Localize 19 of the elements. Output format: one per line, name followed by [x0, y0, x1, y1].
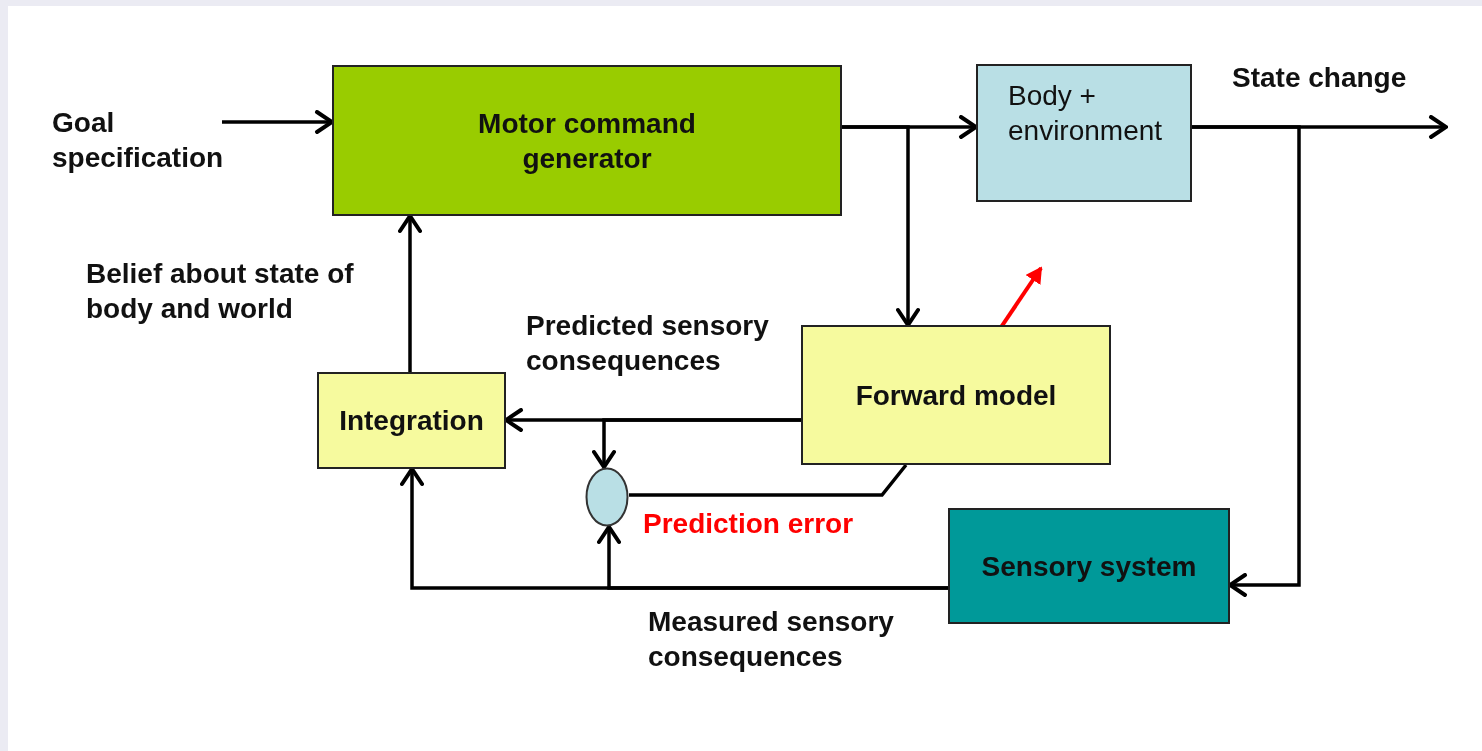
process-box	[976, 64, 1192, 202]
process-box	[948, 508, 1230, 624]
arrow	[592, 418, 801, 469]
box-label: Integration	[339, 404, 484, 438]
arrow	[398, 214, 422, 372]
process-box	[801, 325, 1111, 465]
arrow	[222, 110, 334, 134]
box-label: Forward model	[855, 378, 1057, 413]
process-box	[332, 65, 842, 216]
box-label: Sensory system	[981, 549, 1197, 584]
arrow	[1192, 125, 1301, 597]
box-label: Body + environment	[1008, 79, 1164, 148]
arrow	[842, 125, 920, 327]
comparator-circle	[585, 467, 629, 527]
box-label: Motor command generator	[477, 106, 697, 176]
arrow	[597, 525, 948, 590]
process-box	[317, 372, 506, 469]
input-label: Goal specification	[52, 106, 224, 175]
connector-line	[629, 463, 908, 497]
